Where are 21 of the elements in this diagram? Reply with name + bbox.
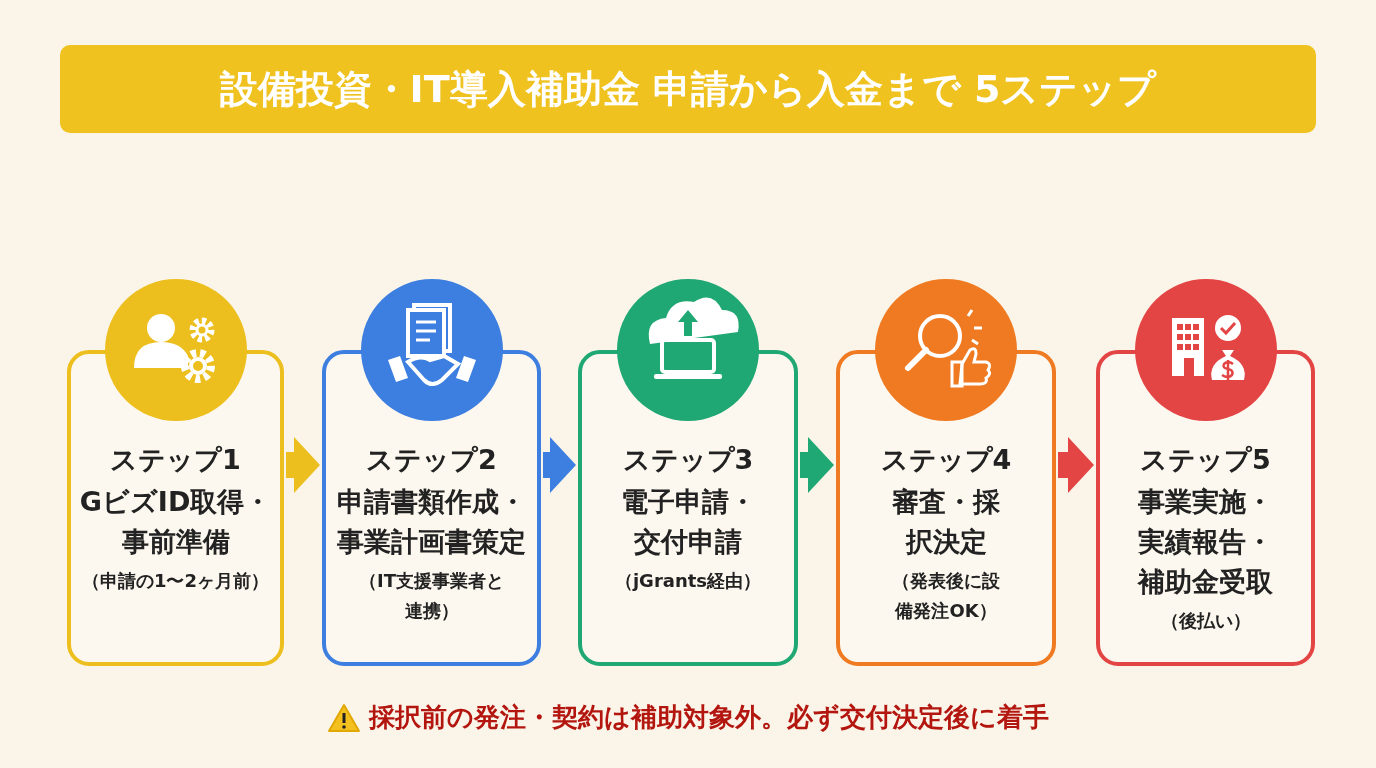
step-note: （IT支援事業者と連携）	[358, 569, 505, 623]
arrow	[543, 437, 576, 493]
step-title: 事業実施・実績報告・補助金受取	[1136, 485, 1274, 599]
step-note: （jGrants経由）	[613, 569, 763, 593]
step-heading: ステップ5	[1139, 443, 1272, 477]
step-heading: ステップ1	[109, 443, 242, 477]
step-heading: ステップ3	[621, 443, 755, 477]
step-heading: ステップ4	[879, 443, 1013, 477]
step-note: （申請の1〜2ヶ月前）	[80, 569, 271, 593]
arrow	[1058, 437, 1094, 493]
step-note: （後払い）	[1159, 609, 1252, 633]
step-title: 審査・採択決定	[891, 485, 1001, 559]
step-heading: ステップ2	[365, 443, 498, 477]
title-banner: 設備投資・IT導入補助金 申請から入金まで 5ステップ	[60, 45, 1316, 133]
arrow	[800, 437, 834, 493]
step-note: （発表後に設備発注OK）	[891, 569, 1001, 623]
arrow	[286, 437, 320, 493]
warning-note: 採択前の発注・契約は補助対象外。必ず交付決定後に着手	[369, 701, 1049, 734]
step-title: GビズID取得・事前準備	[78, 485, 273, 559]
step-title: 電子申請・交付申請	[619, 485, 757, 559]
step-title: 申請書類作成・事業計画書策定	[336, 485, 527, 559]
